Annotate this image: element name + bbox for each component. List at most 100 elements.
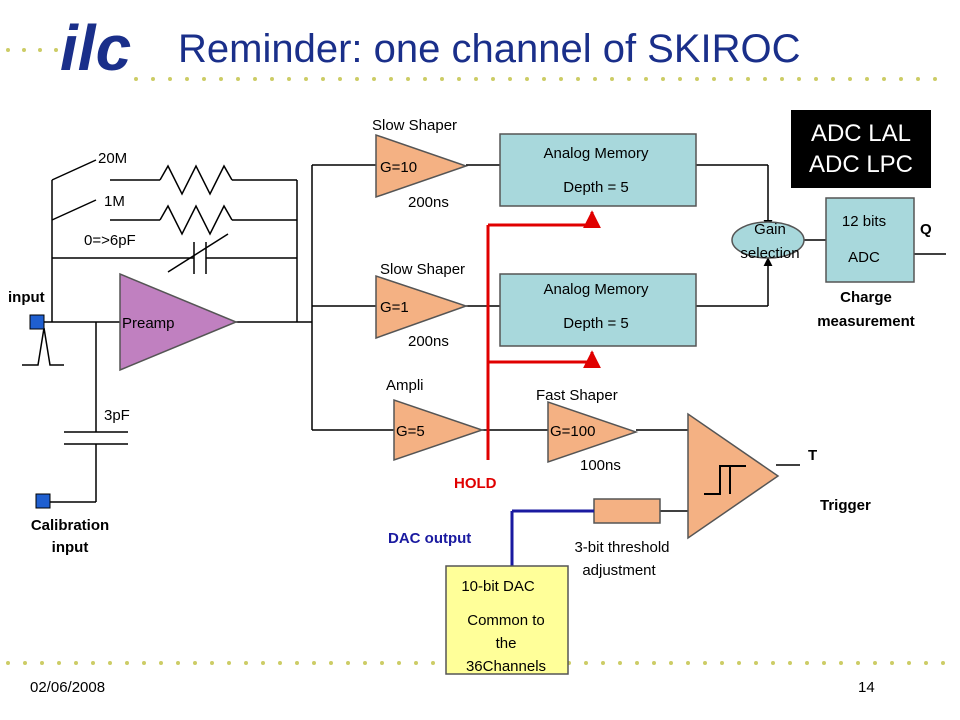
fast-shaper-gain: G=100	[550, 423, 595, 440]
decor-dot	[134, 77, 138, 81]
decor-dot	[253, 77, 257, 81]
decor-dot	[661, 77, 665, 81]
slide-date: 02/06/2008	[30, 679, 105, 696]
analog-memory-2-title: Analog Memory	[543, 281, 649, 298]
decor-dot	[406, 77, 410, 81]
decor-dot	[771, 661, 775, 665]
charge-measurement-label-2: measurement	[817, 313, 915, 330]
fast-shaper-triangle	[547, 400, 639, 464]
analog-memory-2-depth: Depth = 5	[563, 315, 628, 332]
calibration-input-label-2: input	[52, 539, 89, 556]
input-label: input	[8, 289, 45, 306]
decor-dot	[873, 661, 877, 665]
preamp-triangle	[119, 272, 238, 372]
decor-dot	[397, 661, 401, 665]
decor-dot	[627, 77, 631, 81]
hold-label: HOLD	[454, 475, 497, 492]
discriminator-triangle	[687, 412, 780, 540]
decor-dot	[202, 77, 206, 81]
decor-dot	[754, 661, 758, 665]
slow-shaper-2-time: 200ns	[408, 333, 449, 350]
decor-dot	[40, 661, 44, 665]
adc-block	[825, 197, 915, 283]
decor-dot	[797, 77, 801, 81]
decor-dot	[610, 77, 614, 81]
adc-label: ADC	[848, 249, 880, 266]
decor-dot	[729, 77, 733, 81]
decor-dot	[457, 77, 461, 81]
decor-dot	[414, 661, 418, 665]
decor-dot	[788, 661, 792, 665]
decor-dot	[185, 77, 189, 81]
decor-dot	[907, 661, 911, 665]
decor-dot	[295, 661, 299, 665]
decor-dot	[508, 77, 512, 81]
analog-memory-1	[499, 133, 697, 207]
slow-shaper-1-triangle	[375, 133, 469, 199]
decor-dot	[822, 661, 826, 665]
decor-dot	[210, 661, 214, 665]
decor-dot	[338, 77, 342, 81]
input-wiring	[22, 159, 312, 503]
slide-title: Reminder: one channel of SKIROC	[178, 27, 801, 71]
decor-dot	[38, 48, 42, 52]
decor-dot	[890, 661, 894, 665]
adc-bits: 12 bits	[842, 213, 886, 230]
decor-dot	[703, 661, 707, 665]
decor-dot	[882, 77, 886, 81]
decor-dot	[363, 661, 367, 665]
decor-dot	[601, 661, 605, 665]
threshold-block	[593, 498, 661, 524]
decor-dot	[899, 77, 903, 81]
decor-dot	[125, 661, 129, 665]
decor-dot	[814, 77, 818, 81]
decor-dot	[380, 661, 384, 665]
dac-common-line-2: the	[496, 635, 517, 652]
decor-dot	[635, 661, 639, 665]
slide-page-number: 14	[858, 679, 875, 696]
threshold-label-1: 3-bit threshold	[574, 539, 669, 556]
decor-dot	[924, 661, 928, 665]
decor-dot	[219, 77, 223, 81]
decor-dot	[329, 661, 333, 665]
hysteresis-icon	[704, 465, 746, 495]
shaper-bus	[311, 164, 946, 512]
decor-dot	[941, 661, 945, 665]
decor-dot	[346, 661, 350, 665]
decor-dot	[652, 661, 656, 665]
decor-dot	[227, 661, 231, 665]
decor-dot	[584, 661, 588, 665]
ampli-gain: G=5	[396, 423, 425, 440]
decor-dot	[236, 77, 240, 81]
decor-dot	[542, 77, 546, 81]
decor-dot	[618, 661, 622, 665]
decor-dot	[321, 77, 325, 81]
slow-shaper-2-title: Slow Shaper	[380, 261, 465, 278]
analog-memory-1-depth: Depth = 5	[563, 179, 628, 196]
decor-dot	[355, 77, 359, 81]
trigger-output-label: T	[808, 447, 817, 464]
ilc-logo: ilc	[60, 12, 131, 84]
decor-dot	[244, 661, 248, 665]
decor-dot	[372, 77, 376, 81]
decor-dot	[686, 661, 690, 665]
gain-selection-label-1: Gain	[754, 221, 786, 238]
calibration-capacitor-label: 3pF	[104, 407, 130, 424]
decor-dot	[474, 77, 478, 81]
decor-dot	[168, 77, 172, 81]
decor-dot	[865, 77, 869, 81]
decor-dot	[559, 77, 563, 81]
decor-dot	[431, 661, 435, 665]
decor-dot	[576, 77, 580, 81]
slow-shaper-1-time: 200ns	[408, 194, 449, 211]
decor-dot	[304, 77, 308, 81]
dac-block	[445, 565, 569, 675]
decor-dot	[933, 77, 937, 81]
decor-dot	[525, 77, 529, 81]
decor-dot	[151, 77, 155, 81]
dac-output-label: DAC output	[388, 530, 471, 547]
trigger-label: Trigger	[820, 497, 871, 514]
decor-dot	[780, 77, 784, 81]
decor-dot	[54, 48, 58, 52]
adc-lal-lpc-box	[791, 110, 931, 188]
